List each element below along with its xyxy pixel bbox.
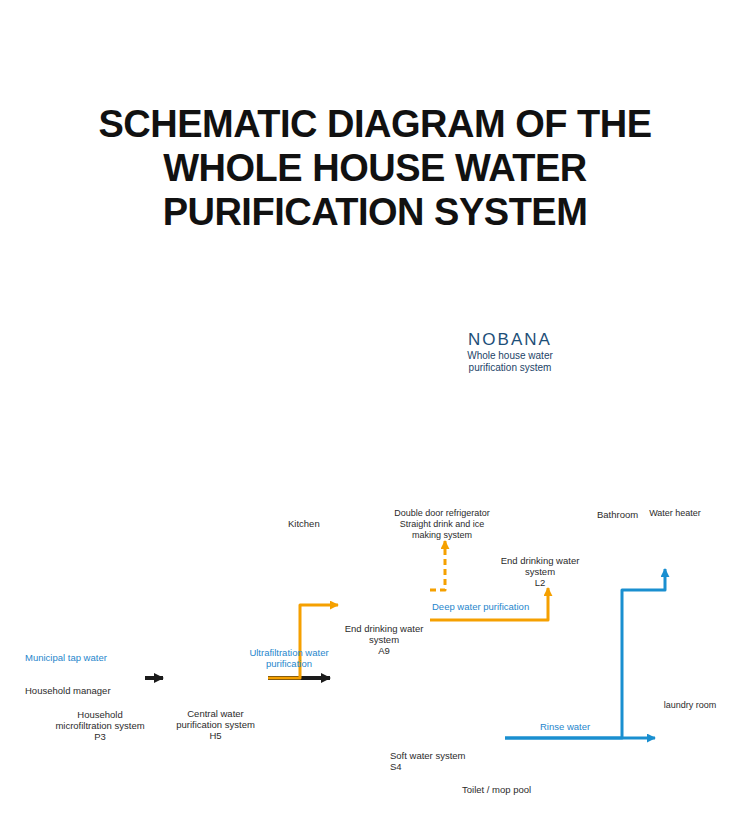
flow-marker <box>34 672 46 684</box>
device-label: Household microfiltration system <box>55 709 145 731</box>
refrigerator-box: Double door refrigeratorStraight drink a… <box>392 508 492 541</box>
device-label: End drinking water system <box>338 623 430 645</box>
central-purifier-box: Central water purification systemH5 <box>163 660 268 741</box>
pipe-connector <box>505 569 665 738</box>
device-label: Central water purification system <box>163 708 268 730</box>
house-outline: NOBANAWhole house water purification sys… <box>250 278 745 785</box>
main-pipe <box>15 676 330 680</box>
end-purifier-box: End drinking water systemA9 <box>338 568 430 656</box>
device-label: Water heater <box>640 508 710 519</box>
bathroom-fixtures <box>600 518 724 660</box>
pipe-tee <box>295 671 305 685</box>
brand-name: NOBANA <box>450 330 570 350</box>
pipe-label: Deep water purification <box>432 601 544 612</box>
device-label: Soft water system <box>390 750 505 761</box>
microfilter-valve <box>97 640 132 702</box>
pipe-label: Rinse water <box>540 721 610 732</box>
softener-box: Soft water systemS4 <box>330 665 505 772</box>
water-dispenser <box>520 440 558 552</box>
refrigerator-hint <box>456 552 471 568</box>
pipe-connector <box>430 541 445 590</box>
room-label: Bathroom <box>597 509 638 520</box>
water-heater-tank <box>645 528 687 564</box>
washing-machine <box>683 715 721 743</box>
outlet-label: Toilet / mop pool <box>462 784 531 795</box>
inlet-label: Municipal tap water <box>25 652 107 663</box>
device-label: Double door refrigerator <box>392 508 492 519</box>
pipe-connector <box>430 588 548 620</box>
title-heading: SCHEMATIC DIAGRAM OF THE WHOLE HOUSE WAT… <box>80 102 670 234</box>
brand-subtitle: Whole house water purification system <box>450 350 570 374</box>
room-label: Kitchen <box>288 518 320 529</box>
valve-label: Household manager <box>25 685 111 696</box>
panel-ground <box>10 262 745 802</box>
device-label: laundry room <box>655 700 725 711</box>
water-heater-box: Water heater <box>640 508 710 569</box>
device-label: Straight drink and ice making system <box>392 519 492 541</box>
pipe-connector <box>505 737 655 740</box>
softener-tank <box>335 668 390 774</box>
model-code: A9 <box>338 645 430 656</box>
flow-marker <box>444 784 456 796</box>
pipe-connector <box>145 676 163 680</box>
model-code: S4 <box>390 761 505 772</box>
model-code: H5 <box>163 730 268 741</box>
end-purifier <box>345 570 410 620</box>
central-purifier <box>165 654 268 704</box>
toilet-pipe <box>285 678 443 790</box>
model-code: L2 <box>495 577 585 588</box>
laundry-box: laundry room <box>655 700 725 746</box>
dispenser-box: End drinking water systemL2 <box>495 437 585 588</box>
model-code: P3 <box>55 731 145 742</box>
pipe-label: Ultrafiltration water purification <box>249 647 329 669</box>
device-label: End drinking water system <box>495 555 585 577</box>
